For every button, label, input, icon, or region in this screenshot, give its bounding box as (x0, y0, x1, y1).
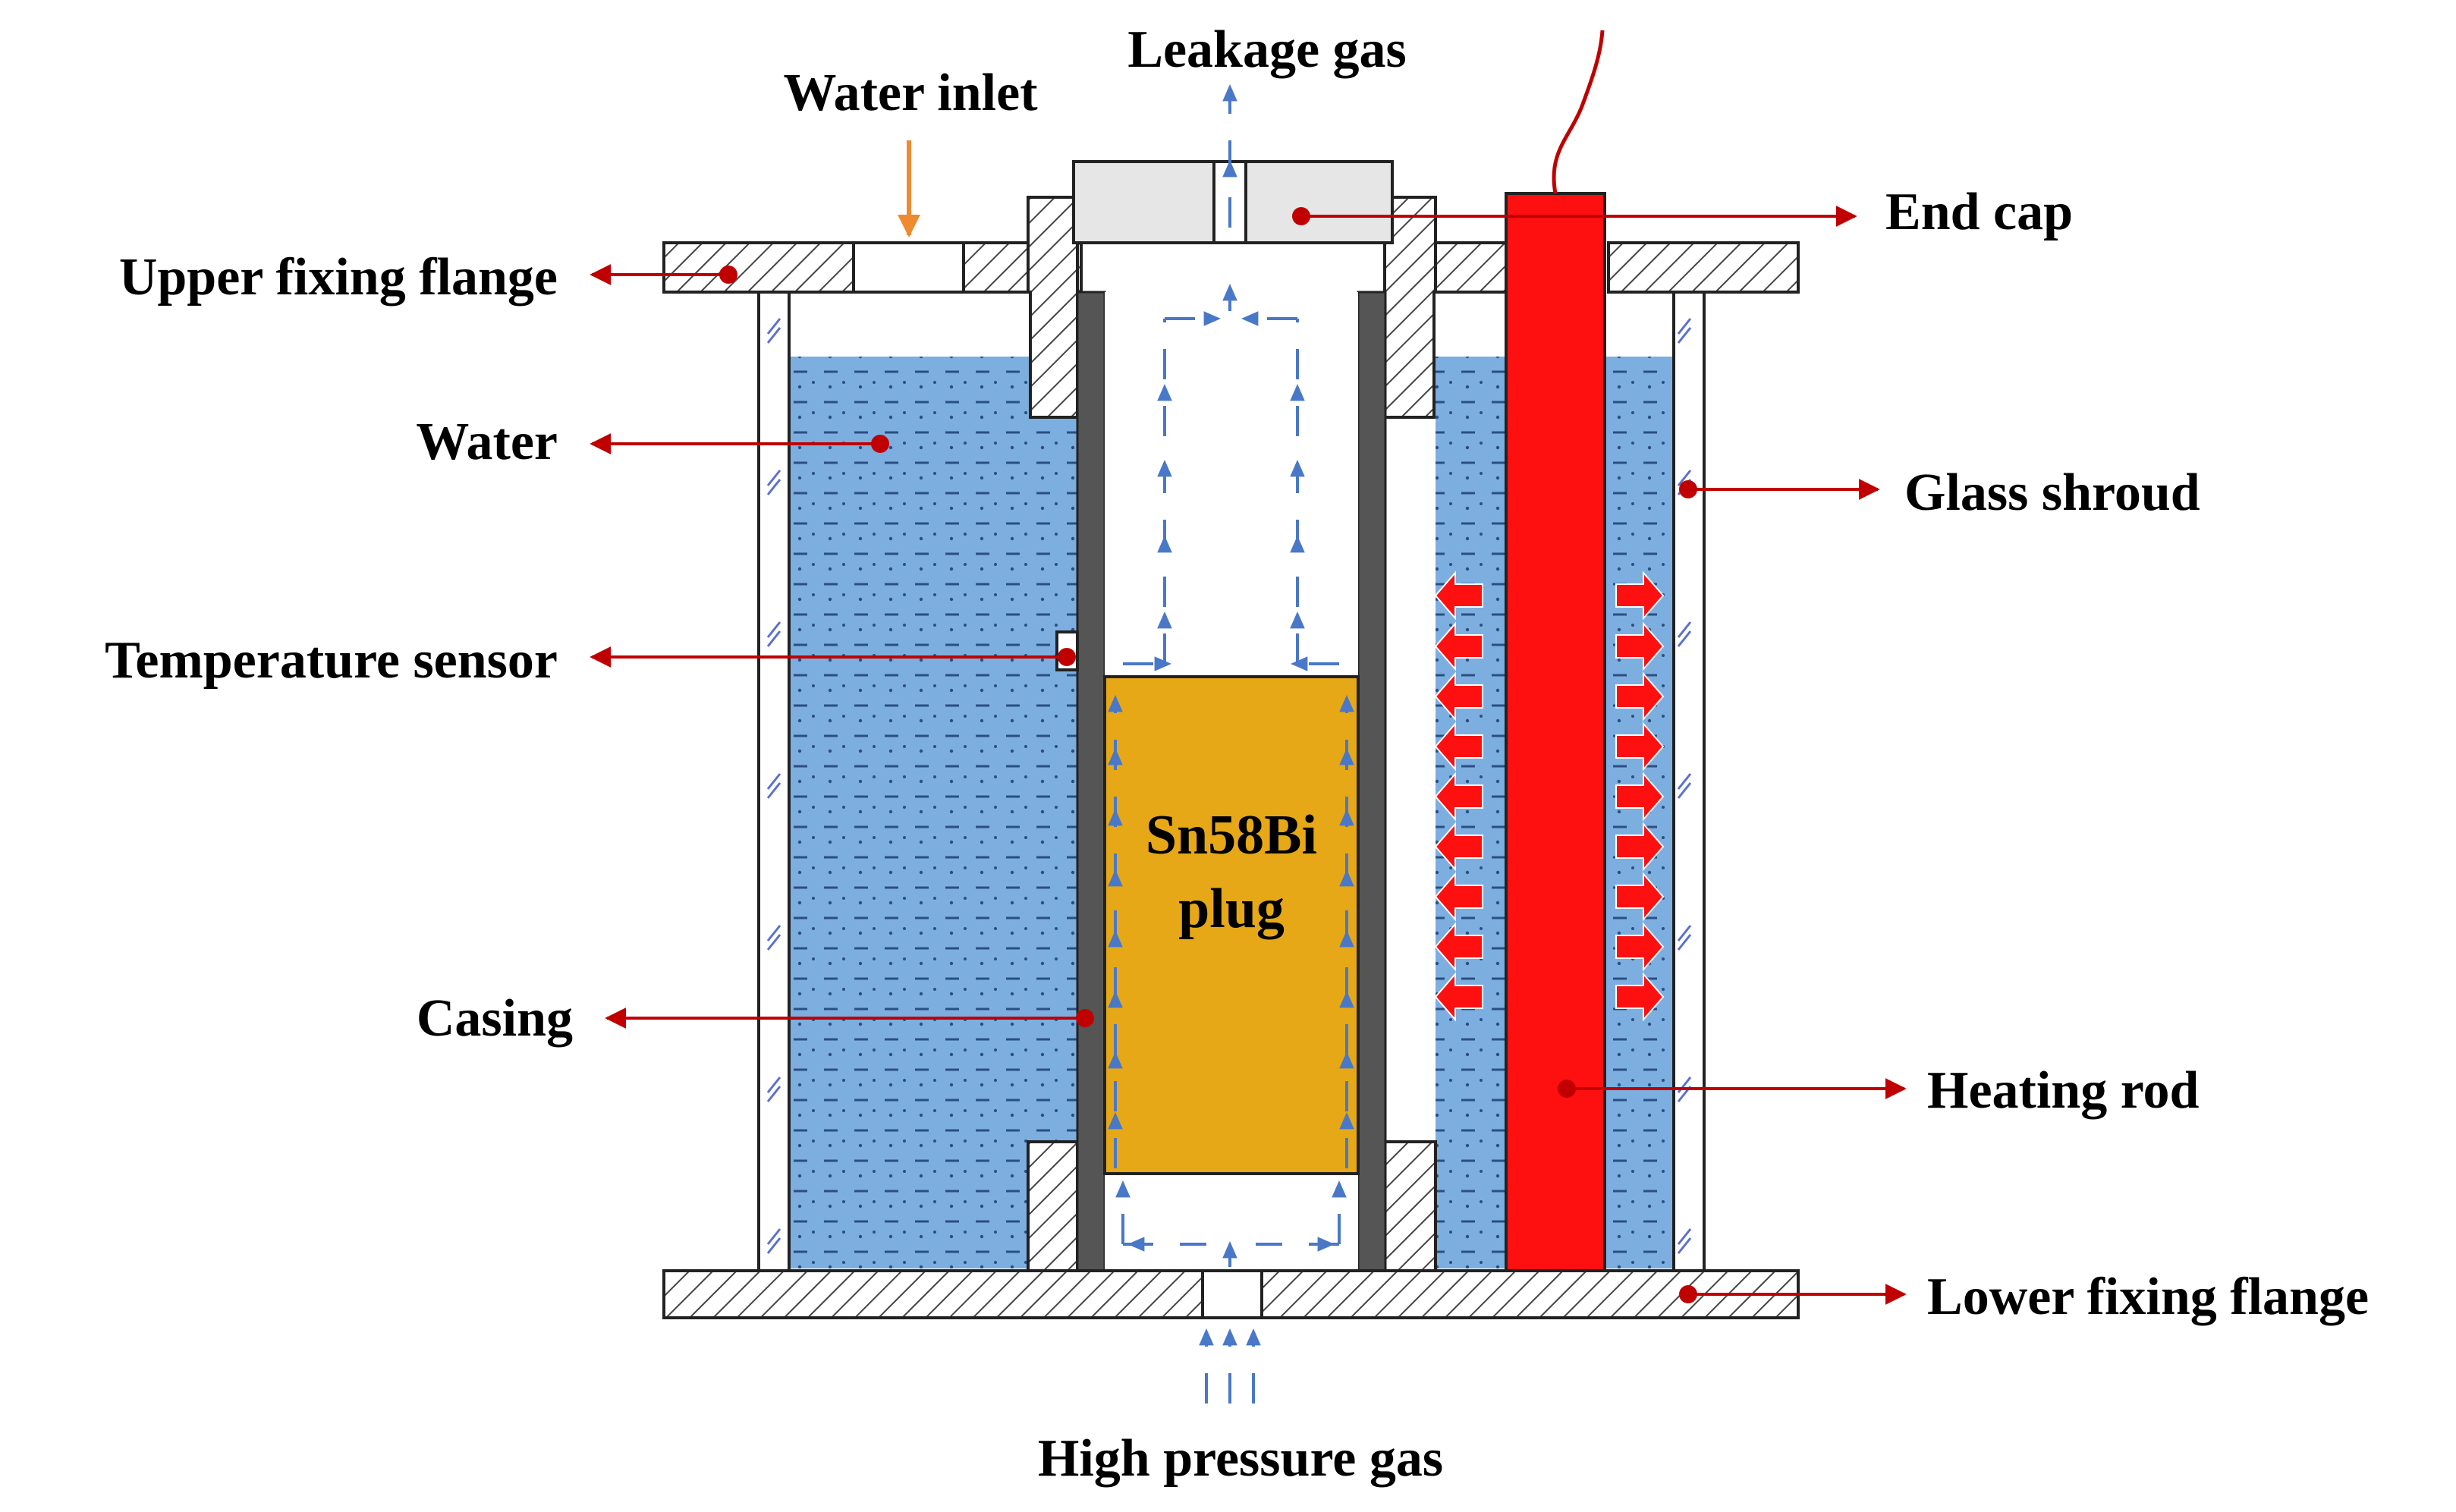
label-water-inlet: Water inlet (783, 64, 1037, 122)
heat-arrow-icon (1434, 772, 1483, 822)
glass-shroud-right (1672, 291, 1706, 1272)
label-end-cap: End cap (1885, 183, 2073, 241)
heat-arrow-icon (1615, 671, 1665, 721)
heating-rod (1505, 192, 1606, 1272)
arrow-up-icon (1108, 748, 1123, 765)
label-temperature-sensor: Temperature sensor (105, 631, 558, 690)
heat-arrow-icon (1434, 571, 1483, 621)
dot-icon (1076, 1009, 1094, 1027)
upper-fixing-flange-far-right (1607, 241, 1800, 294)
arrow-up-icon (1290, 536, 1305, 553)
arrow-up-icon (1290, 611, 1305, 629)
arrow-up-icon (1317, 1237, 1335, 1252)
arrow-up-icon (1332, 1180, 1347, 1198)
arrow-up-icon (1108, 930, 1123, 948)
heat-arrow-icon (1615, 822, 1665, 872)
heat-arrow-icon (1434, 621, 1483, 671)
arrow-up-icon (1203, 311, 1221, 326)
arrow-up-icon (1108, 869, 1123, 887)
arrow-up-icon (1339, 869, 1354, 887)
label-upper-fixing-flange: Upper fixing flange (119, 248, 558, 306)
label-heating-rod: Heating rod (1927, 1061, 2200, 1120)
arrow-up-icon (1246, 1328, 1261, 1346)
arrow-up-icon (1290, 384, 1305, 401)
arrow-up-icon (1222, 84, 1237, 102)
heat-arrow-icon (1615, 972, 1665, 1022)
label-leakage-gas: Leakage gas (1127, 20, 1407, 79)
heat-arrow-icon (1434, 721, 1483, 772)
dot-icon (719, 266, 737, 284)
gas-flow-arrows (1108, 84, 1354, 1404)
lower-collar-right (1383, 1140, 1437, 1272)
dot-icon (1058, 648, 1076, 666)
arrow-up-icon (1108, 809, 1123, 826)
label-high-pressure-gas: High pressure gas (1038, 1429, 1443, 1488)
arrow-up-icon (1157, 460, 1172, 477)
arrow-up-icon (1154, 656, 1171, 671)
arrow-up-icon (1157, 611, 1172, 629)
heat-arrow-icon (1434, 972, 1483, 1022)
arrow-up-icon (1127, 1237, 1145, 1252)
arrow-up-icon (1291, 656, 1308, 671)
heat-arrow-icon (1615, 621, 1665, 671)
heat-arrow-icon (1615, 872, 1665, 922)
arrow-up-icon (1222, 160, 1237, 178)
arrow-up-icon (1339, 930, 1354, 948)
arrow-up-icon (1339, 748, 1354, 765)
upper-fixing-flange-left (662, 241, 855, 294)
arrow-up-icon (1157, 536, 1172, 553)
arrow-up-icon (1108, 991, 1123, 1008)
sn58bi-plug (1103, 675, 1360, 1175)
heat-arrow-icon (1434, 671, 1483, 721)
heat-arrow-icon (1615, 571, 1665, 621)
label-lower-fixing-flange: Lower fixing flange (1927, 1268, 2369, 1326)
heat-arrow-icon (1615, 772, 1665, 822)
casing-wall-right (1357, 291, 1387, 1272)
arrow-up-icon (1339, 1051, 1354, 1069)
water-left (791, 357, 1077, 1268)
arrow-up-icon (1290, 460, 1305, 477)
arrow-up-icon (1108, 1051, 1123, 1069)
arrow-up-icon (1222, 1241, 1237, 1259)
arrow-up-icon (1222, 284, 1237, 301)
heat-arrow-icon (1434, 872, 1483, 922)
label-water: Water (416, 413, 558, 471)
arrow-up-icon (1222, 1328, 1237, 1346)
label-casing: Casing (417, 989, 573, 1048)
leader-lines (590, 206, 1907, 1305)
dot-icon (871, 435, 889, 453)
gas-inlet-opening (1201, 1269, 1263, 1319)
arrow-up-icon (1241, 311, 1259, 326)
lower-fixing-flange-left (662, 1269, 1204, 1319)
dot-icon (1679, 480, 1697, 498)
arrow-up-icon (1115, 1180, 1131, 1198)
heat-flow-arrows (1434, 571, 1665, 1022)
arrow-up-icon (1108, 1112, 1123, 1130)
casing-wall-left (1076, 291, 1106, 1272)
arrow-up-icon (1339, 695, 1354, 712)
arrow-up-icon (1199, 1328, 1214, 1346)
heating-rod-wire (1552, 30, 1605, 194)
heat-arrow-icon (1615, 721, 1665, 772)
water-inlet-opening (852, 241, 965, 294)
dot-icon (1679, 1285, 1697, 1303)
arrow-up-icon (1339, 991, 1354, 1008)
heat-arrow-icon (1434, 922, 1483, 972)
plug-label-line1: Sn58Bi (1146, 804, 1317, 866)
dot-icon (1292, 207, 1310, 225)
heat-arrow-icon (1615, 922, 1665, 972)
plug-label-line2: plug (1178, 878, 1285, 940)
glass-shroud-left (757, 291, 791, 1272)
upper-collar-left (1027, 196, 1079, 419)
arrow-up-icon (1339, 809, 1354, 826)
label-glass-shroud: Glass shroud (1904, 464, 2200, 522)
arrow-up-icon (1108, 695, 1123, 712)
arrow-up-icon (1339, 1112, 1354, 1130)
dot-icon (1558, 1080, 1576, 1098)
lower-collar-left (1027, 1140, 1079, 1272)
heat-arrow-icon (1434, 822, 1483, 872)
arrow-up-icon (1157, 384, 1172, 401)
